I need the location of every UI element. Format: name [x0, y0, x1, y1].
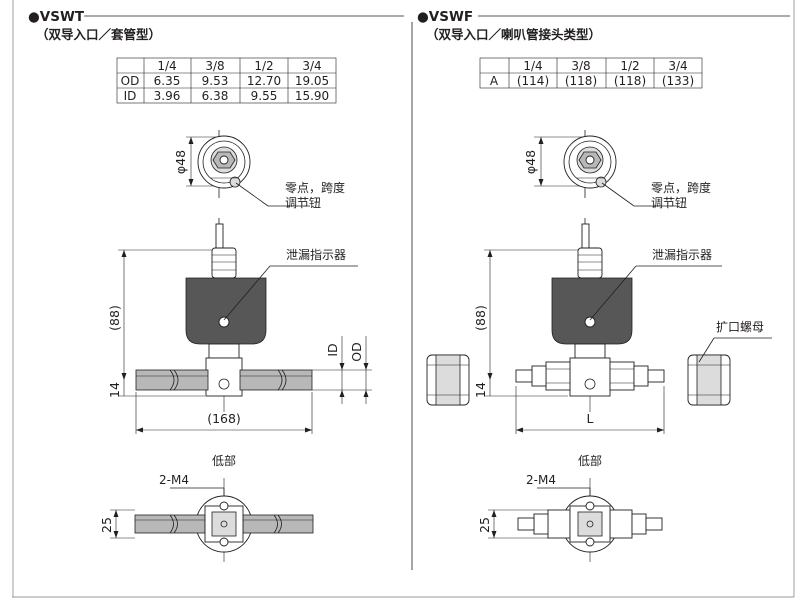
- vswf-col-3-8: 3/8: [571, 59, 590, 73]
- vswf-bottom-label: 低部: [578, 453, 602, 468]
- vswt-length-label: (168): [207, 411, 241, 426]
- vswf-pipe-height-label: 14: [473, 382, 488, 398]
- vswt-row-id-label: ID: [124, 89, 137, 103]
- vswt-col-1-4: 1/4: [157, 59, 176, 73]
- vswf-top-view: φ48: [523, 130, 617, 198]
- vswt-id-1-4: 3.96: [154, 89, 181, 103]
- vswf-mount-label: 2-M4: [526, 473, 556, 487]
- vswf-leak-leader: [589, 265, 637, 321]
- vswt-col-3-8: 3/8: [205, 59, 224, 73]
- vswt-od-1-4: 6.35: [154, 74, 181, 88]
- vswf-knob-leader: [601, 182, 635, 207]
- vswf-row-a-label: A: [490, 74, 499, 88]
- vswf-flare-nut-leader: [698, 337, 715, 363]
- vswt-od-1-2: 12.70: [247, 74, 281, 88]
- vswt-knob-leader: [235, 182, 269, 207]
- vswf-col-1-4: 1/4: [523, 59, 542, 73]
- vswf-section: ●VSWF （双导入口／喇叭管接头类型） 1/4 3/8 1/2 3/4 A (…: [417, 9, 790, 562]
- vswf-height-label: (88): [473, 305, 488, 331]
- vswt-row-od-label: OD: [121, 74, 140, 88]
- vswf-bottom-dim-label: 25: [477, 517, 492, 533]
- vswt-pipe-height-label: 14: [107, 382, 122, 398]
- vswf-length-label: L: [587, 411, 594, 426]
- vswf-size-table: 1/4 3/8 1/2 3/4 A (114) (118) (118) (133…: [479, 57, 703, 89]
- vswt-mount-label: 2-M4: [159, 473, 189, 487]
- vswt-size-table: 1/4 3/8 1/2 3/4 OD 6.35 9.53 12.70 19.05…: [116, 57, 337, 104]
- vswt-id-3-8: 6.38: [202, 89, 229, 103]
- vswt-subtitle: （双导入口／套管型）: [36, 27, 161, 42]
- vswt-zero-span-label-1: 零点，跨度: [285, 180, 345, 195]
- vswf-flare-nut-right: [687, 354, 731, 406]
- vswt-top-view: φ48: [173, 130, 251, 198]
- vswf-a-3-8: (118): [565, 74, 597, 88]
- vswf-flare-nut-label: 扩口螺母: [716, 320, 764, 334]
- vswt-id-3-4: 15.90: [295, 89, 329, 103]
- vswf-bottom-view: [517, 478, 663, 562]
- vswf-a-1-2: (118): [614, 74, 646, 88]
- vswt-id-dim-label: ID: [325, 343, 340, 356]
- vswf-col-3-4: 3/4: [668, 59, 687, 73]
- vswf-a-1-4: (114): [517, 74, 549, 88]
- vswt-title: ●VSWT: [28, 9, 85, 25]
- vswt-od-dim-label: OD: [349, 342, 364, 361]
- vswt-bottom-label: 低部: [212, 453, 236, 468]
- vswt-od-3-8: 9.53: [202, 74, 229, 88]
- vswt-diameter-label: φ48: [173, 150, 188, 174]
- vswt-bottom-dim-label: 25: [99, 517, 114, 533]
- vswt-zero-span-label-2: 调节钮: [285, 195, 321, 210]
- vswf-zero-span-label-2: 调节钮: [651, 195, 687, 210]
- vswf-zero-span-label-1: 零点，跨度: [651, 180, 711, 195]
- vswt-section: ●VSWT （双导入口／套管型） 1/4 3/8 1/2 3/4 OD 6.35…: [28, 9, 404, 562]
- vswf-front-view: [515, 218, 665, 412]
- vswt-id-1-2: 9.55: [251, 89, 278, 103]
- vswf-col-1-2: 1/2: [620, 59, 639, 73]
- vswf-subtitle: （双导入口／喇叭管接头类型）: [426, 27, 601, 42]
- vswt-leak-indicator-label: 泄漏指示器: [286, 247, 346, 262]
- vswf-title: ●VSWF: [417, 9, 473, 25]
- vswf-leak-indicator-label: 泄漏指示器: [652, 247, 712, 262]
- vswt-height-label: (88): [107, 305, 122, 331]
- vswf-flare-nut-left: [426, 354, 470, 406]
- vswt-od-3-4: 19.05: [295, 74, 329, 88]
- vswt-bottom-view: [134, 478, 314, 562]
- vswt-col-1-2: 1/2: [254, 59, 273, 73]
- vswf-a-3-4: (133): [662, 74, 694, 88]
- vswt-col-3-4: 3/4: [302, 59, 321, 73]
- vswt-leak-leader: [223, 265, 271, 321]
- vswf-diameter-label: φ48: [523, 150, 538, 174]
